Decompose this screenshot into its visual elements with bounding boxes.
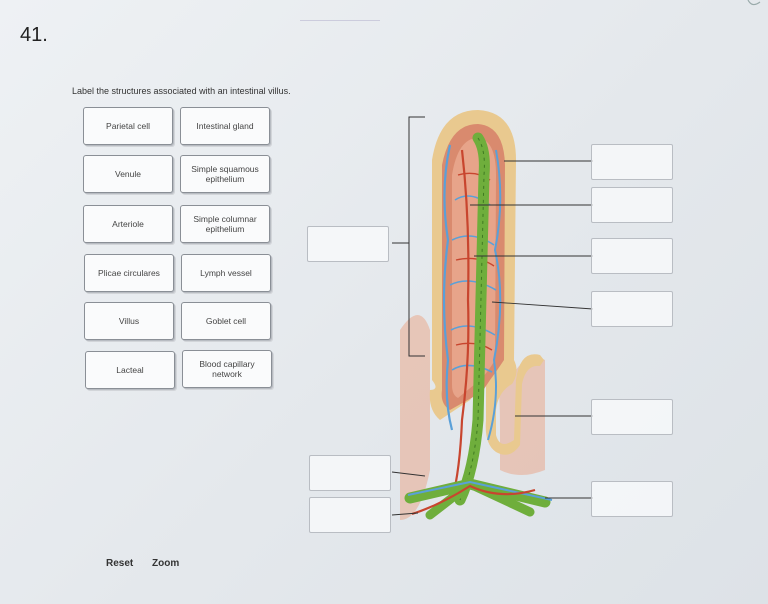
top-divider (300, 20, 380, 21)
question-instruction: Label the structures associated with an … (72, 86, 291, 96)
label-intestinal-gland[interactable]: Intestinal gland (180, 107, 270, 145)
drop-target-3[interactable] (591, 238, 673, 274)
drop-target-5[interactable] (591, 399, 673, 435)
label-lacteal[interactable]: Lacteal (85, 351, 175, 389)
question-number: 41. (20, 24, 48, 46)
drop-target-8[interactable] (309, 455, 391, 491)
label-villus[interactable]: Villus (84, 302, 174, 340)
drop-target-2[interactable] (591, 187, 673, 223)
label-venule[interactable]: Venule (83, 155, 173, 193)
label-parietal-cell[interactable]: Parietal cell (83, 107, 173, 145)
label-simple-squamous-epithelium[interactable]: Simple squamous epithelium (180, 155, 270, 193)
label-blood-capillary-network[interactable]: Blood capillary network (182, 350, 272, 388)
zoom-button[interactable]: Zoom (152, 558, 180, 569)
drop-target-9[interactable] (309, 497, 391, 533)
drop-target-7[interactable] (307, 226, 389, 262)
label-goblet-cell[interactable]: Goblet cell (181, 302, 271, 340)
drop-target-6[interactable] (591, 481, 673, 517)
label-plicae-circulares[interactable]: Plicae circulares (84, 254, 174, 292)
reset-button[interactable]: Reset (106, 558, 134, 569)
label-lymph-vessel[interactable]: Lymph vessel (181, 254, 271, 292)
label-arteriole[interactable]: Arteriole (83, 205, 173, 243)
drop-target-1[interactable] (591, 144, 673, 180)
corner-arrow-icon (747, 0, 761, 6)
label-simple-columnar-epithelium[interactable]: Simple columnar epithelium (180, 205, 270, 243)
drop-target-4[interactable] (591, 291, 673, 327)
